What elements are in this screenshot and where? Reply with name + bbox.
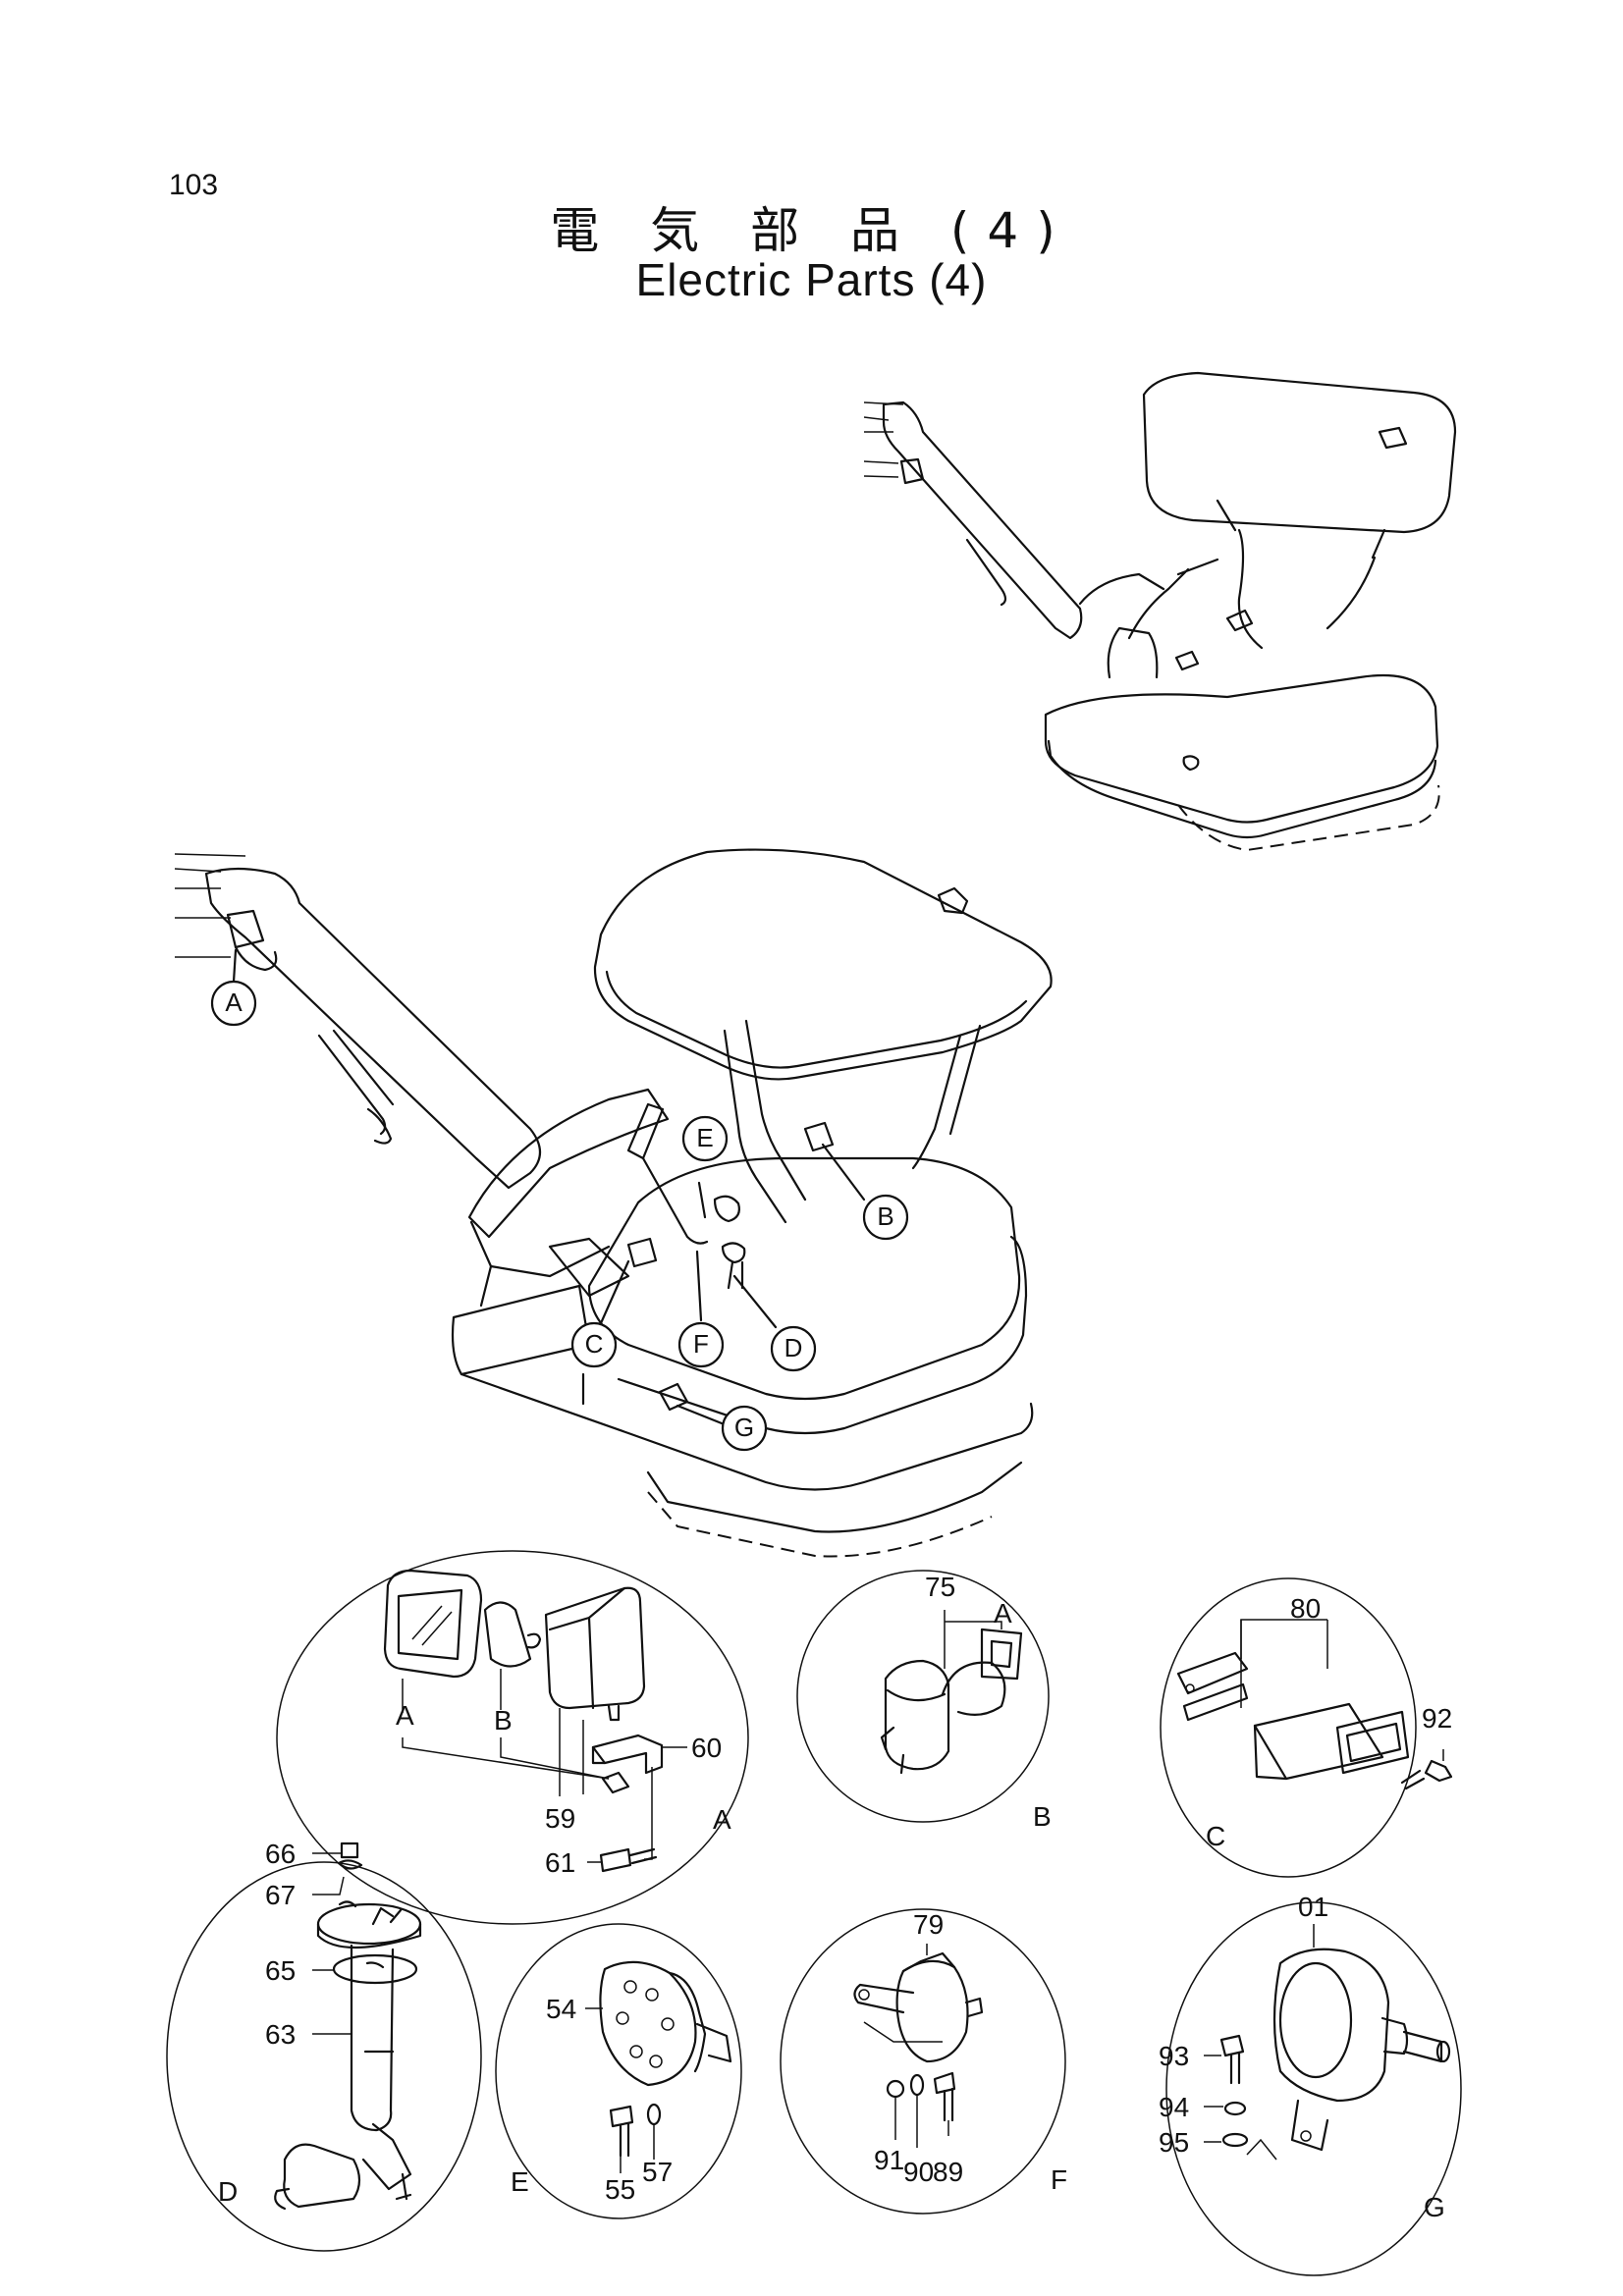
machine-overview-small (863, 371, 1457, 852)
callout-letter-g: G (734, 1413, 754, 1442)
detail-c-relay (1160, 1577, 1453, 1878)
part-number-67: 67 (265, 1880, 296, 1910)
callout-bubble-f: F (677, 1321, 725, 1368)
callout-bubble-g: G (721, 1405, 768, 1452)
part-number-57: 57 (642, 2157, 673, 2187)
part-number-01: 01 (1298, 1892, 1328, 1922)
page-title-english: Electric Parts (4) (635, 254, 988, 305)
detail-e-horn (495, 1923, 742, 2219)
part-number-95: 95 (1159, 2127, 1189, 2158)
part-number-55: 55 (605, 2174, 635, 2205)
part-number-54: 54 (546, 1994, 576, 2024)
label-key-a: A (994, 1598, 1012, 1629)
callout-letter-c: C (585, 1329, 604, 1359)
callout-letter-e: E (696, 1123, 713, 1152)
callout-bubble-a: A (210, 980, 257, 1027)
part-number-59: 59 (545, 1803, 575, 1834)
part-number-79: 79 (913, 1909, 944, 1940)
detail-letter-d: D (218, 2176, 238, 2207)
part-number-89: 89 (933, 2157, 963, 2187)
part-number-92: 92 (1422, 1703, 1452, 1734)
detail-a-work-light (276, 1550, 749, 1925)
callout-bubble-d: D (770, 1325, 817, 1372)
part-number-63: 63 (265, 2019, 296, 2050)
callout-letter-f: F (693, 1329, 709, 1359)
detail-letter-f: F (1051, 2164, 1067, 2195)
label-bulb-b: B (494, 1705, 513, 1735)
callout-letter-d: D (784, 1333, 803, 1362)
label-lens-a: A (396, 1700, 414, 1731)
machine-main-view (174, 848, 1053, 1558)
detail-letter-e: E (511, 2166, 529, 2197)
callout-letter-b: B (877, 1201, 893, 1231)
part-number-60: 60 (691, 1733, 722, 1763)
part-number-90: 90 (903, 2157, 934, 2187)
detail-letter-c: C (1206, 1821, 1225, 1851)
callout-letter-a: A (225, 988, 243, 1017)
page-title-japanese: 電 気 部 品 (4) (550, 202, 1073, 259)
detail-f-buzzer (780, 1908, 1066, 2215)
detail-letter-g: G (1424, 2192, 1445, 2222)
part-number-91: 91 (874, 2145, 904, 2175)
callout-bubble-c: C (570, 1321, 618, 1368)
part-number-80: 80 (1290, 1593, 1321, 1624)
page-number: 103 (169, 169, 219, 201)
part-number-65: 65 (265, 1955, 296, 1986)
detail-g-fuel-pump (1165, 1901, 1462, 2276)
callout-bubble-e: E (681, 1115, 729, 1162)
callout-bubble-b: B (862, 1194, 909, 1241)
part-number-66: 66 (265, 1839, 296, 1869)
part-number-61: 61 (545, 1847, 575, 1878)
detail-letter-b: B (1033, 1801, 1052, 1832)
detail-d-fuel-sender (166, 1842, 482, 2252)
part-number-93: 93 (1159, 2041, 1189, 2071)
part-number-75: 75 (925, 1572, 955, 1602)
detail-letter-a: A (713, 1804, 731, 1835)
detail-b-key-switch (796, 1570, 1050, 1823)
part-number-94: 94 (1159, 2092, 1189, 2122)
